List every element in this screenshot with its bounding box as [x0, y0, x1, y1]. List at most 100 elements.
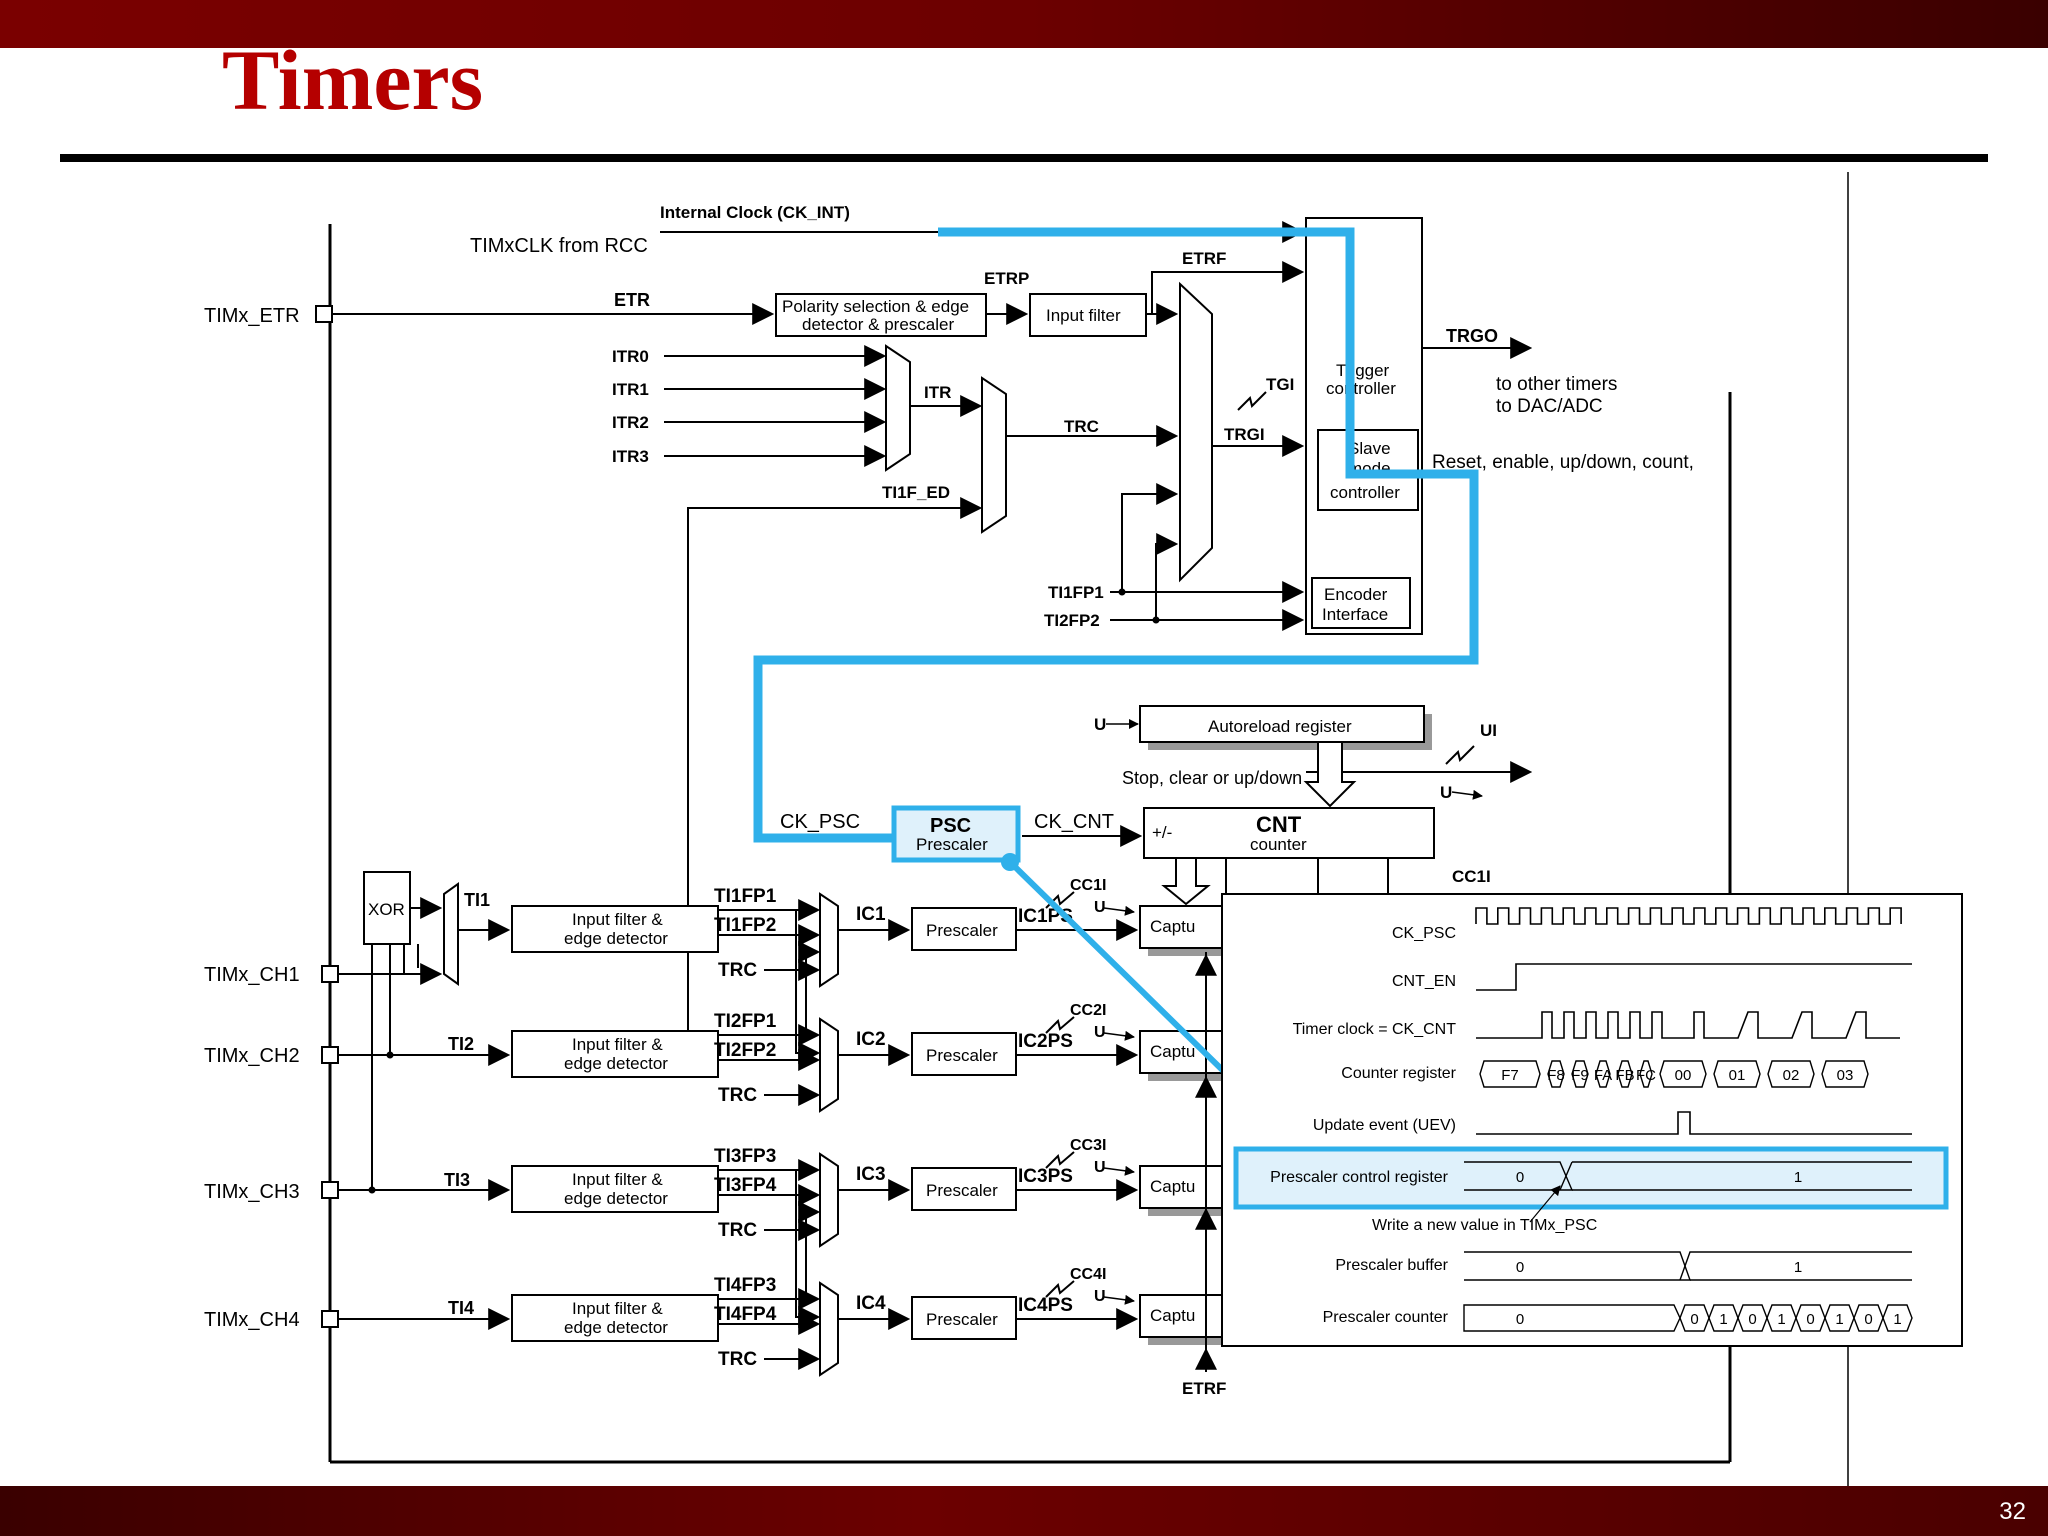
row-timer-clock: Timer clock = CK_CNT: [1293, 1021, 1457, 1038]
fp-label-b: TI4FP4: [714, 1304, 777, 1325]
svg-text:Interface: Interface: [1322, 605, 1388, 624]
ic-mux: [819, 1152, 839, 1248]
cc-flag-label: CC4I: [1070, 1266, 1106, 1283]
svg-text:TGI: TGI: [1266, 375, 1294, 394]
fp-label-a: TI2FP1: [714, 1011, 777, 1032]
svg-text:Input filter: Input filter: [1046, 306, 1121, 325]
svg-text:ETRF: ETRF: [1182, 1379, 1226, 1398]
psc-prescaler: PSC Prescaler: [891, 805, 1021, 863]
svg-text:Captu: Captu: [1150, 1306, 1195, 1325]
svg-text:TRGO: TRGO: [1446, 326, 1498, 346]
psc-ctrl-value-1: 1: [1794, 1169, 1802, 1186]
svg-text:Reset, enable, up/down, count,: Reset, enable, up/down, count,: [1432, 452, 1694, 473]
counter-value: FB: [1615, 1067, 1634, 1084]
row-ck-psc: CK_PSC: [1392, 925, 1456, 942]
svg-text:TIMx_CH1: TIMx_CH1: [204, 964, 300, 986]
capture-channel-3: Input filter &edge detectorTI3FP3TI3FP4T…: [511, 1137, 1231, 1248]
prescaler-block: [911, 907, 1017, 951]
svg-text:to other timers: to other timers: [1496, 374, 1617, 395]
counter-value: F8: [1547, 1067, 1565, 1084]
svg-text:ITR0: ITR0: [612, 347, 649, 366]
input-filter-edge-detector: [511, 1030, 719, 1078]
row-update-event: Update event (UEV): [1313, 1117, 1456, 1134]
svg-text:Captu: Captu: [1150, 1042, 1195, 1061]
ic-mux: [819, 1017, 839, 1113]
etr-path: TIMx_ETR ETR Polarity selection & edge d…: [204, 249, 1305, 337]
fp-label-b: TI1FP2: [714, 915, 776, 936]
ic-label: IC1: [856, 904, 886, 925]
svg-text:TRC: TRC: [1064, 417, 1099, 436]
fp-label-a: TI3FP3: [714, 1146, 776, 1167]
svg-text:TI1: TI1: [464, 890, 490, 910]
counter-value: 01: [1729, 1067, 1746, 1084]
prescaler-block: [911, 1296, 1017, 1340]
svg-text:controller: controller: [1326, 379, 1396, 398]
bottom-banner: [0, 1486, 2048, 1536]
pin-ch3: [321, 1181, 339, 1199]
title-divider: [60, 154, 1988, 162]
svg-text:TI2FP2: TI2FP2: [1044, 611, 1100, 630]
svg-text:U: U: [1094, 715, 1106, 734]
svg-text:ITR: ITR: [924, 383, 951, 402]
psc-cnt-value: 0: [1864, 1311, 1872, 1328]
svg-text:controller: controller: [1330, 483, 1400, 502]
svg-text:TIMx_CH2: TIMx_CH2: [204, 1045, 300, 1067]
autoreload-register: [1139, 705, 1425, 743]
pin-etr-label: TIMx_ETR: [204, 305, 300, 327]
svg-text:Captu: Captu: [1150, 1177, 1195, 1196]
svg-text:XOR: XOR: [368, 900, 405, 919]
ic-label: IC2: [856, 1029, 886, 1050]
svg-text:+/-: +/-: [1152, 823, 1172, 842]
psc-buf-value-0: 0: [1516, 1259, 1524, 1276]
top-banner: [0, 0, 2048, 48]
svg-text:TI3: TI3: [444, 1170, 470, 1190]
icps-label: IC3PS: [1018, 1166, 1073, 1187]
counter-value: FC: [1636, 1067, 1656, 1084]
psc-cnt-value: 0: [1690, 1311, 1698, 1328]
itr-mux: ITR0 ITR1 ITR2 ITR3 ITR TRC TI1F_ED: [612, 344, 1179, 1046]
trc-label: TRC: [718, 960, 757, 981]
psc-cnt-value: 0: [1806, 1311, 1814, 1328]
etrf-bottom: ETRF: [1182, 952, 1226, 1398]
trigger-section: TRGI TGI TI1FP1 TI2FP2 Trigger controlle…: [1044, 217, 1694, 635]
svg-text:CK_CNT: CK_CNT: [1034, 811, 1114, 833]
fp-label-b: TI2FP2: [714, 1040, 776, 1061]
u-label: U: [1094, 1024, 1106, 1041]
svg-text:edge detector: edge detector: [564, 1054, 668, 1073]
cc-flag-label: CC1I: [1070, 877, 1106, 894]
psc-cnt-value: 1: [1835, 1311, 1843, 1328]
svg-text:CNT: CNT: [1256, 812, 1302, 837]
svg-text:Input filter &: Input filter &: [572, 1035, 663, 1054]
psc-cnt-value: 1: [1719, 1311, 1727, 1328]
svg-text:Trigger: Trigger: [1336, 361, 1390, 380]
internal-clock-label: Internal Clock (CK_INT): [660, 203, 850, 222]
input-filter-edge-detector: [511, 1165, 719, 1213]
svg-text:ITR3: ITR3: [612, 447, 649, 466]
cnt-counter-block: [1143, 807, 1435, 859]
counter-value: 00: [1675, 1067, 1692, 1084]
svg-text:detector & prescaler: detector & prescaler: [802, 315, 954, 334]
counter-value: F9: [1571, 1067, 1589, 1084]
svg-text:Slave: Slave: [1348, 439, 1391, 458]
svg-text:Input filter &: Input filter &: [572, 1299, 663, 1318]
svg-text:Prescaler: Prescaler: [916, 835, 988, 854]
svg-text:TI4: TI4: [448, 1298, 474, 1318]
clock-inputs: Internal Clock (CK_INT) TIMxCLK from RCC: [470, 203, 1305, 257]
psc-ctrl-value-0: 0: [1516, 1169, 1524, 1186]
row-cnt-en: CNT_EN: [1392, 973, 1456, 990]
row-prescaler-control: Prescaler control register: [1270, 1169, 1449, 1186]
capture-channel-4: Input filter &edge detectorTI4FP3TI4FP4T…: [511, 1266, 1231, 1377]
svg-text:Encoder: Encoder: [1324, 585, 1388, 604]
etrf-label: ETRF: [1182, 249, 1226, 268]
svg-text:Input filter &: Input filter &: [572, 1170, 663, 1189]
svg-text:TIMx_CH3: TIMx_CH3: [204, 1181, 300, 1203]
svg-text:Prescaler: Prescaler: [926, 1181, 998, 1200]
svg-text:U: U: [1440, 783, 1452, 802]
polarity-selection-block: [775, 293, 987, 337]
psc-cnt-value: 1: [1893, 1311, 1901, 1328]
svg-text:TIMx_CH4: TIMx_CH4: [204, 1309, 300, 1331]
cc-flag-label: CC3I: [1070, 1137, 1106, 1154]
etrp-label: ETRP: [984, 269, 1029, 288]
